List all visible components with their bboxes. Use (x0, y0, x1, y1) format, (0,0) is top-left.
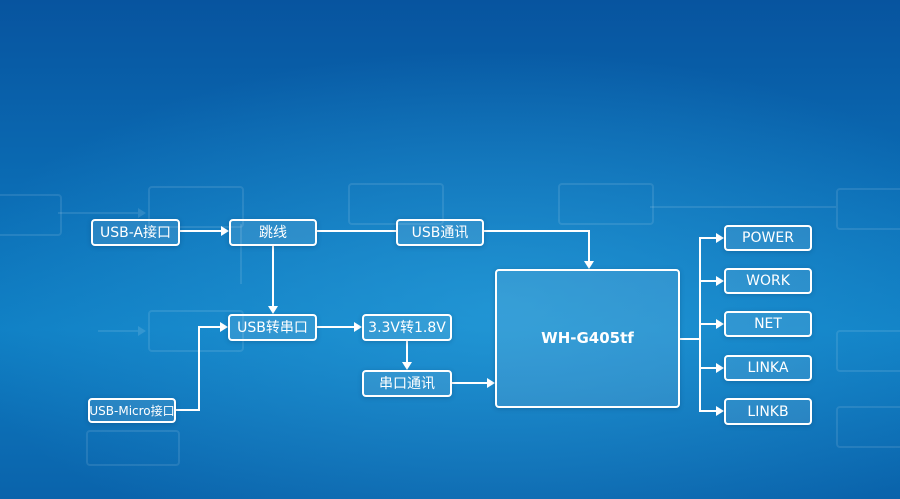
node-usb-comm: USB通讯 (396, 219, 484, 246)
ghost-box (0, 194, 62, 236)
arrow-right-icon (716, 276, 724, 286)
node-usb-micro-port: USB-Micro接口 (88, 398, 176, 423)
ghost-line (58, 212, 138, 214)
node-usb-to-serial: USB转串口 (228, 314, 317, 341)
connector-trunk-to-net (699, 323, 717, 325)
connector-usbcomm-to-module-drop (588, 230, 590, 262)
ghost-arrow-icon (138, 326, 146, 336)
ghost-box (836, 330, 900, 372)
connector-jumper-to-usbserial (272, 246, 274, 307)
ghost-box (148, 310, 244, 352)
connector-module-to-led-trunk-stub (680, 338, 700, 340)
arrow-right-icon (487, 378, 495, 388)
ghost-arrow-icon (138, 208, 146, 218)
arrow-right-icon (716, 406, 724, 416)
connector-jumper-to-usbcomm (317, 230, 396, 232)
connector-usbmicro-stub (176, 409, 200, 411)
node-led-work: WORK (724, 268, 812, 294)
ghost-box (836, 406, 900, 448)
connector-volt-to-serialcomm (406, 341, 408, 363)
node-voltage-conv: 3.3V转1.8V (362, 314, 452, 341)
node-module-wh-g405tf: WH-G405tf (495, 269, 680, 408)
arrow-right-icon (220, 322, 228, 332)
connector-trunk-to-linkb (699, 410, 717, 412)
ghost-box (148, 186, 244, 228)
connector-trunk-to-linka (699, 367, 717, 369)
ghost-box (836, 188, 900, 230)
arrow-down-icon (584, 261, 594, 269)
arrow-right-icon (354, 322, 362, 332)
node-led-linka: LINKA (724, 355, 812, 381)
arrow-right-icon (716, 363, 724, 373)
arrow-right-icon (716, 319, 724, 329)
node-led-net: NET (724, 311, 812, 337)
connector-usbmicro-to-usbserial (198, 326, 221, 328)
arrow-down-icon (402, 362, 412, 370)
ghost-line (650, 206, 836, 208)
ghost-box (558, 183, 654, 225)
connector-usbserial-to-volt (317, 326, 355, 328)
arrow-down-icon (268, 306, 278, 314)
node-led-linkb: LINKB (724, 398, 812, 425)
connector-usba-to-jumper (180, 230, 222, 232)
connector-usbcomm-to-module (484, 230, 589, 232)
connector-usbmicro-riser (198, 327, 200, 411)
ghost-line (98, 330, 138, 332)
node-serial-comm: 串口通讯 (362, 370, 452, 397)
arrow-right-icon (221, 226, 229, 236)
connector-serialcomm-to-module (452, 382, 488, 384)
arrow-right-icon (716, 233, 724, 243)
connector-trunk-to-work (699, 280, 717, 282)
node-led-power: POWER (724, 225, 812, 251)
connector-trunk-to-power (699, 237, 717, 239)
node-jumper: 跳线 (229, 219, 317, 246)
ghost-box (86, 430, 180, 466)
ghost-line (240, 224, 242, 284)
node-usb-a-port: USB-A接口 (91, 219, 180, 246)
